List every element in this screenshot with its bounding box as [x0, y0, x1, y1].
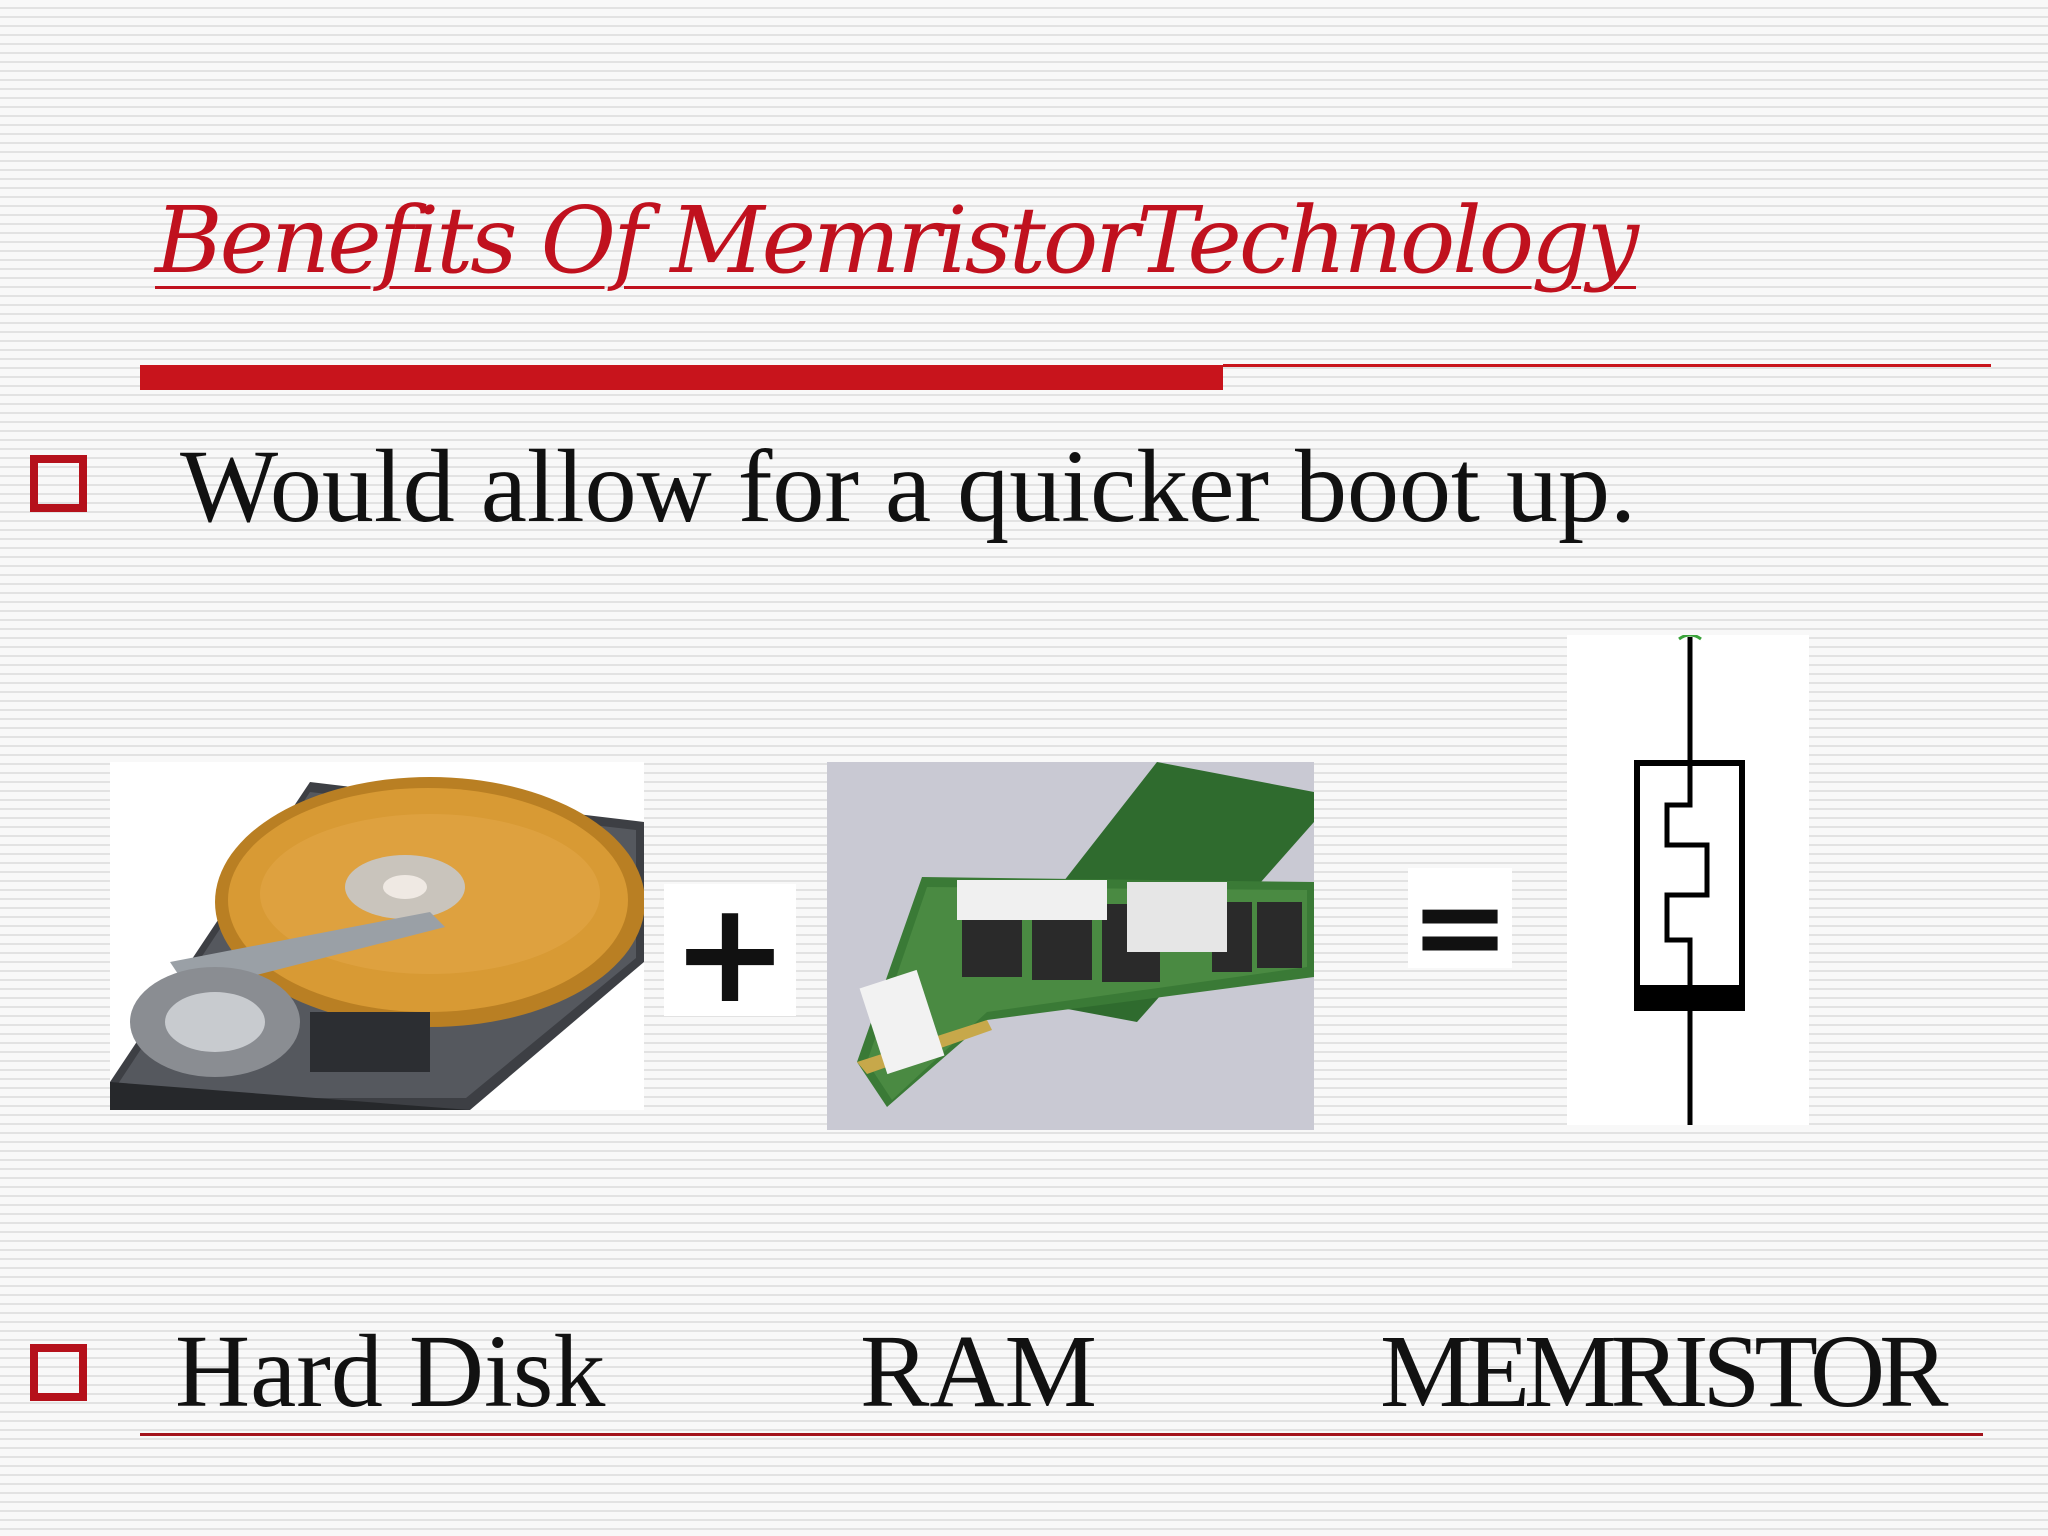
label-ram: RAM — [860, 1314, 1097, 1429]
ram-module-icon — [827, 762, 1314, 1130]
title-rule-thick — [140, 365, 1223, 390]
slide-title: Benefits Of MemristorTechnology — [155, 187, 1639, 294]
equals-sign: = — [1408, 858, 1512, 997]
hard-disk-image — [110, 762, 644, 1110]
memristor-circuit-symbol-icon — [1634, 635, 1745, 1125]
bullet-text-boot-up: Would allow for a quicker boot up. — [180, 429, 1636, 544]
plus-sign: + — [664, 884, 796, 1024]
hard-disk-drive-icon — [110, 777, 644, 1110]
hollow-square-bullet-icon — [30, 455, 87, 512]
title-rule-thin — [1223, 364, 1991, 367]
hollow-square-bullet-icon — [30, 1344, 87, 1401]
label-hard-disk: Hard Disk — [175, 1314, 606, 1429]
label-memristor: MEMRISTOR — [1380, 1314, 1948, 1429]
ram-image — [827, 762, 1314, 1130]
bottom-rule — [140, 1433, 1983, 1436]
memristor-symbol-image — [1567, 635, 1809, 1125]
